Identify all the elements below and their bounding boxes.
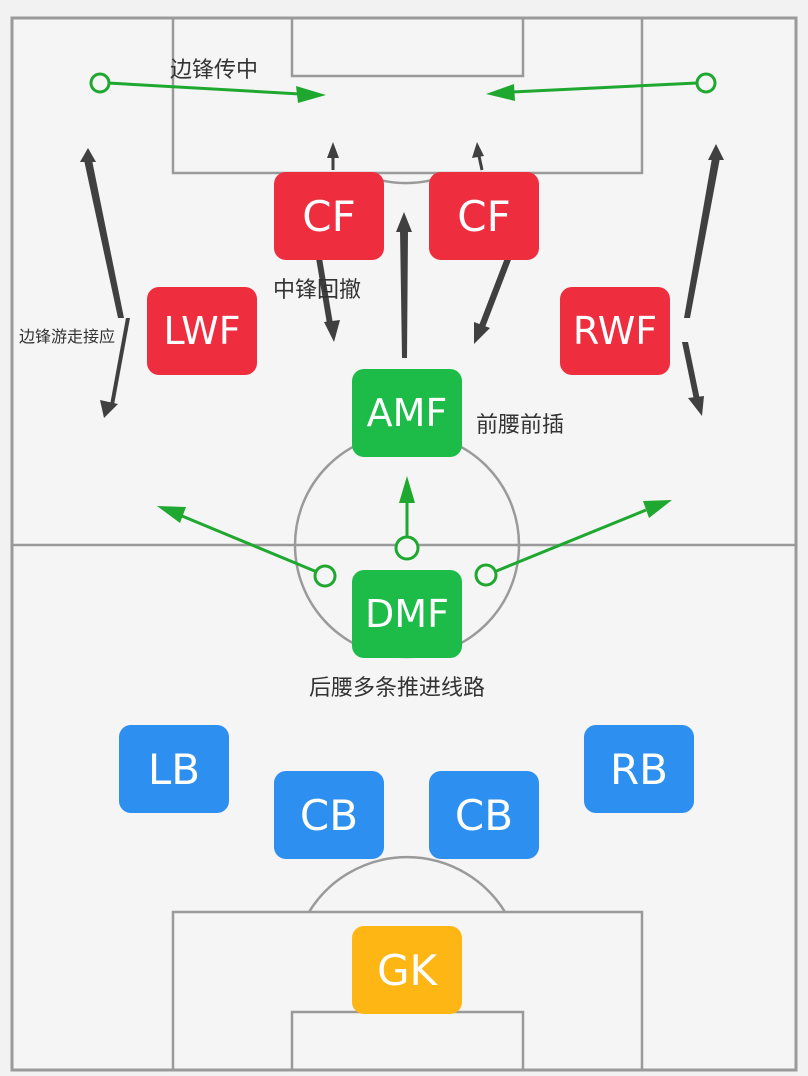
player-cf-left: CF	[274, 172, 384, 260]
run-arrows	[80, 142, 724, 418]
label-striker-drop: 中锋回撤	[273, 278, 362, 303]
player-cb-right: CB	[429, 771, 539, 859]
dmf-route-arrows	[157, 476, 672, 588]
label-dmf-routes: 后腰多条推进线路	[309, 676, 486, 701]
bottom-penalty-arc	[307, 856, 507, 913]
player-cb-left: CB	[274, 771, 384, 859]
player-gk: GK	[352, 926, 462, 1014]
player-dmf: DMF	[352, 570, 462, 658]
player-lwf: LWF	[147, 287, 257, 375]
player-rb: RB	[584, 725, 694, 813]
player-rwf: RWF	[560, 287, 670, 375]
top-goal-box	[290, 16, 525, 78]
label-wing-cross: 边锋传中	[170, 58, 259, 83]
player-amf: AMF	[352, 369, 462, 457]
wing-cross-arrows	[89, 72, 717, 103]
label-winger-roam: 边锋游走接应	[19, 327, 116, 346]
player-lb: LB	[119, 725, 229, 813]
player-cf-right: CF	[429, 172, 539, 260]
label-amf-run: 前腰前插	[476, 413, 565, 438]
